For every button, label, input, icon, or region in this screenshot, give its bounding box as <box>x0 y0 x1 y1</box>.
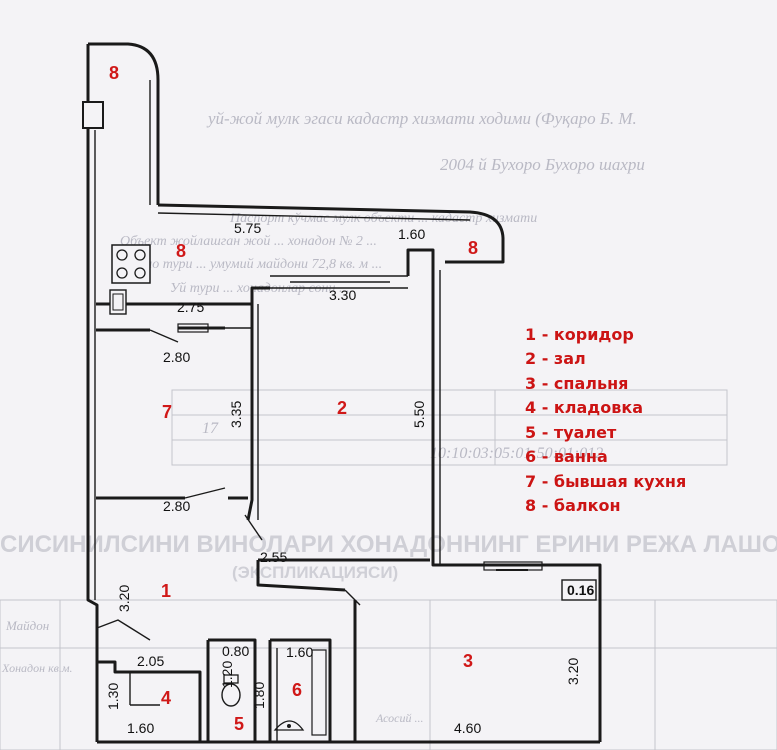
window-icon <box>177 323 209 333</box>
room-8-kitchen-balcony: 8 <box>176 241 186 261</box>
dim-2-05: 2.05 <box>137 653 164 669</box>
dim-1-60-bath: 1.60 <box>286 644 313 660</box>
dim-1-60-balcony: 1.60 <box>398 226 425 242</box>
dim-1-60-pantry: 1.60 <box>127 720 154 736</box>
stove-icon <box>111 244 151 284</box>
room-legend: 1 - коридор 2 - зал 3 - спальня 4 - клад… <box>525 325 686 515</box>
bg-row-label-1: Майдон <box>5 618 49 633</box>
dim-4-60: 4.60 <box>454 720 481 736</box>
room-numbers: 8 8 8 7 2 1 4 5 6 3 <box>109 63 478 734</box>
room-1: 1 <box>161 581 171 601</box>
dim-0-80: 0.80 <box>222 643 249 659</box>
dim-3-35: 3.35 <box>228 401 244 428</box>
dim-3-20-corridor: 3.20 <box>116 585 132 612</box>
bg-row-label-2: Хонадон кв.м. <box>1 661 73 675</box>
legend-item-6: 6 - ванна <box>525 447 608 466</box>
room-7: 7 <box>162 402 172 422</box>
legend-item-1: 1 - коридор <box>525 325 634 344</box>
bg-table <box>171 389 728 466</box>
legend-item-4: 4 - кладовка <box>525 398 643 417</box>
room-3: 3 <box>463 651 473 671</box>
room-2: 2 <box>337 398 347 418</box>
legend-item-7: 7 - бывшая кухня <box>525 472 686 491</box>
room-6: 6 <box>292 680 302 700</box>
bg-line-2: 2004 й Бухоро Бухоро шахри <box>440 155 645 174</box>
dim-2-75: 2.75 <box>177 299 204 315</box>
dim-1-20: 1.20 <box>219 661 235 688</box>
dim-5-50: 5.50 <box>411 401 427 428</box>
dim-3-20-bedroom: 3.20 <box>565 658 581 685</box>
toilet-icon <box>221 674 241 707</box>
bg-banner: СИСИНИЛСИНИ ВИНОЛАРИ ХОНАДОННИНГ ЕРИНИ Р… <box>0 531 777 558</box>
background-document: уй-жой мулк эгаси кадастр хизмати ходими… <box>0 109 777 750</box>
dim-2-80-bottom: 2.80 <box>163 498 190 514</box>
room-8-right: 8 <box>468 238 478 258</box>
bg-line-4: Объект жойлашган жой ... хонадон № 2 ... <box>120 234 377 249</box>
dim-1-80: 1.80 <box>251 682 267 709</box>
legend-item-5: 5 - туалет <box>525 423 617 442</box>
legend-item-8: 8 - балкон <box>525 496 621 515</box>
bg-line-5: Бино тури ... умумий майдони 72,8 кв. м … <box>129 257 382 272</box>
fixtures <box>109 244 327 736</box>
dimension-labels: 5.75 1.60 3.30 2.75 2.80 3.35 5.50 2.80 … <box>105 220 594 736</box>
legend-item-2: 2 - зал <box>525 349 586 368</box>
bg-table-code: 17 <box>202 420 219 437</box>
room-8-top: 8 <box>109 63 119 83</box>
dim-5-75: 5.75 <box>234 220 261 236</box>
room-5: 5 <box>234 714 244 734</box>
dim-3-30: 3.30 <box>329 287 356 303</box>
legend-item-3: 3 - спальня <box>525 374 628 393</box>
bg-row-label-3: Асосий ... <box>375 711 424 725</box>
sink-icon <box>109 289 127 315</box>
bg-line-1: уй-жой мулк эгаси кадастр хизмати ходими… <box>206 109 637 128</box>
dim-2-80-top: 2.80 <box>163 349 190 365</box>
room-4: 4 <box>161 688 171 708</box>
dim-2-55: 2.55 <box>260 549 287 565</box>
dim-1-30: 1.30 <box>105 683 121 710</box>
sink-small-icon <box>273 720 305 731</box>
bg-explication-table <box>0 599 777 750</box>
bg-table-id: 10:10:03:05:01:50:01:012 <box>430 445 603 462</box>
dim-0-16: 0.16 <box>567 582 594 598</box>
bathtub-icon <box>311 649 327 736</box>
walls <box>82 42 602 744</box>
bg-banner-sub: (ЭКСПЛИКАЦИЯСИ) <box>232 563 398 582</box>
